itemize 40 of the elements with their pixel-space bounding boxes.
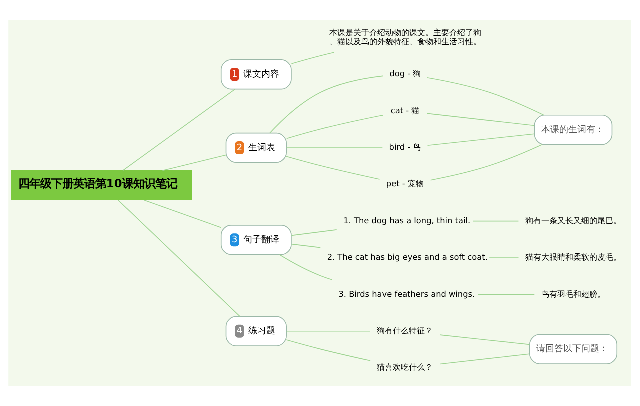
- node-text: 猫有大眼睛和柔软的皮毛。: [525, 252, 622, 262]
- connector: [430, 144, 543, 181]
- connector: [286, 340, 371, 362]
- connector: [472, 220, 520, 222]
- connector: [440, 334, 530, 346]
- connector: [270, 76, 384, 134]
- node-text: pet - 宠物: [386, 178, 424, 189]
- connector: [286, 115, 384, 140]
- node-text: 狗有一条又长又细的尾巴。: [525, 215, 622, 226]
- connector: [286, 156, 380, 180]
- node-text: cat - 猫: [390, 105, 420, 116]
- connector: [286, 330, 371, 332]
- connector: [440, 354, 530, 365]
- node-box: 1 课文内容: [220, 60, 292, 90]
- node-text: 鸟有羽毛和翅膀。: [541, 288, 606, 299]
- node-box: 本课的生词有：: [534, 114, 613, 146]
- connector: [162, 154, 226, 172]
- node-text: bird - 鸟: [389, 142, 422, 152]
- node-text: 本课是关于介绍动物的课文。主要介绍了狗、猫以及鸟的外貌特征、食物和生活习性。: [329, 27, 482, 46]
- node-box: 四年级下册英语第10课知识笔记: [11, 170, 192, 201]
- connector: [122, 88, 236, 172]
- node-box: 2 生词表: [226, 132, 287, 164]
- connector: [144, 200, 222, 228]
- connector: [427, 134, 536, 146]
- node-box: 4 练习题: [226, 316, 287, 346]
- connector: [279, 254, 333, 280]
- node-box: 请回答以下问题：: [530, 334, 618, 364]
- node-text: dog - 狗: [390, 68, 422, 79]
- connector: [291, 244, 322, 248]
- node-text: 2. The cat has big eyes and a soft coat.: [327, 252, 488, 262]
- connector: [291, 230, 338, 236]
- connector: [426, 78, 544, 116]
- connector: [427, 113, 535, 126]
- node-box: 3 句子翻译: [220, 225, 292, 256]
- node-text: 3. Birds have feathers and wings.: [338, 288, 476, 299]
- connector: [478, 294, 536, 296]
- node-text: 猫喜欢吃什么？: [377, 362, 434, 372]
- connector: [291, 52, 334, 64]
- node-text: 狗有什么特征？: [377, 325, 434, 336]
- node-text: 1. The dog has a long, thin tail.: [344, 215, 471, 226]
